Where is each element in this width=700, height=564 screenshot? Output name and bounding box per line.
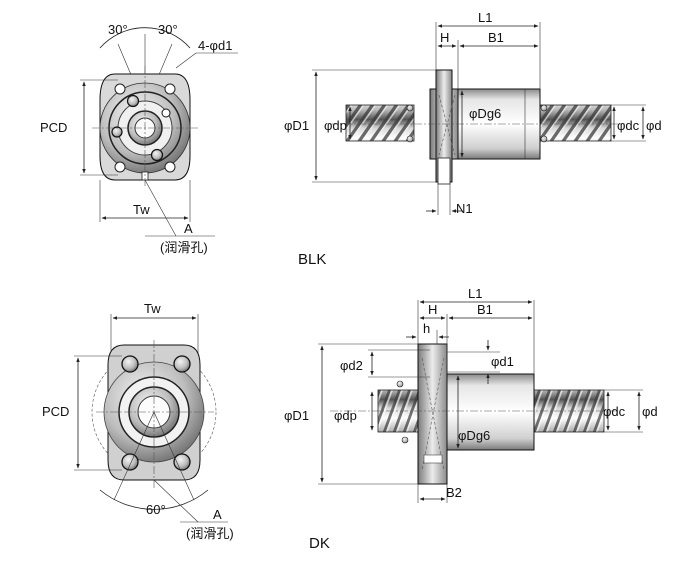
dk-ds-label: φd1 [491,354,514,369]
h-label: H [440,30,449,45]
dk-tw-label: Tw [144,301,161,316]
dk-d1-label: φD1 [284,408,309,423]
dk-a-label: A [213,507,222,522]
a-note: (润滑孔) [160,240,208,255]
blk-seal-dot-4 [540,135,548,143]
blk-mount-hole-4 [164,161,176,173]
dk-side-hidden-2 [421,357,445,471]
d1-label: φD1 [284,118,309,133]
blk-mount-hole-2 [164,83,176,95]
dk-angle-leader-left [113,411,155,501]
a-leader [144,179,177,237]
dk-mount-hole-4 [173,453,191,471]
dk-model-label: DK [309,535,330,552]
blk-side-view: L1 H B1 φD1 φdp φDg6 φdc φd N1 BLK [284,10,662,268]
dk-angle-label: 60° [146,502,166,517]
blk-seal-dot-1 [406,104,414,112]
holes-label: 4-φd1 [198,38,232,53]
blk-seal-dot-3 [540,104,548,112]
l1-label: L1 [478,10,492,25]
dc-label: φdc [617,118,640,133]
tw-label: Tw [133,202,150,217]
dk-dc-label: φdc [603,404,626,419]
dk-a-note: (润滑孔) [186,526,234,541]
dk-mount-hole-2 [173,355,191,373]
angle-arc [99,27,191,49]
blk-side-lube [437,157,451,185]
dk-l1-label: L1 [468,286,482,301]
dk-nut-body [446,373,535,451]
dk-mount-hole-3 [121,453,139,471]
blk-front-view: 30° 30° 4-φd1 PCD Tw [40,22,238,255]
dk-seal-dot-2 [401,436,409,444]
dk-angle-arc [99,489,209,510]
angle-label-left: 30° [108,22,128,37]
dk-dg6-label: φDg6 [458,428,490,443]
holes-leader [175,52,197,69]
dk-d2-label: φd2 [340,358,363,373]
dk-b2-label: B2 [446,485,462,500]
blk-model-label: BLK [298,251,326,268]
blk-screw-shaft-left [345,104,415,142]
dk-d-label: φd [642,404,658,419]
dk-seal-dot-1 [396,380,404,388]
dg6-label: φDg6 [469,106,501,121]
angle-label-right: 30° [158,22,178,37]
b1-label: B1 [488,30,504,45]
blk-screw-2 [150,148,164,162]
blk-side-hidden-2 [438,94,456,156]
dk-a-leader [153,479,199,523]
dk-mount-hole-1 [121,355,139,373]
pcd-label: PCD [40,120,67,135]
blk-mount-hole-3 [114,161,126,173]
dk-pcd-label: PCD [42,404,69,419]
dk-angle-leader-right [153,411,195,501]
blk-screw-3 [111,126,123,138]
blk-screw-1 [126,94,140,108]
blk-seal-dot-2 [406,135,414,143]
dk-side-lube [423,454,443,464]
dp-label: φdp [324,118,347,133]
dk-side-view: L1 H B1 h φd2 φd1 φD1 φdp φDg6 [284,286,658,552]
dk-dp-label: φdp [334,408,357,423]
dk-h-label: H [428,302,437,317]
a-label: A [184,221,193,236]
d-label: φd [646,118,662,133]
dk-b1-label: B1 [477,302,493,317]
blk-screw-shaft-right [537,104,612,142]
blk-mount-hole-1 [114,83,126,95]
blk-screw-4 [161,108,171,118]
dk-screw-shaft-left [377,389,421,433]
dk-hs-label: h [423,321,430,336]
n1-label: N1 [456,201,473,216]
dk-front-view: Tw PCD 60° A (润滑孔) [42,301,234,541]
